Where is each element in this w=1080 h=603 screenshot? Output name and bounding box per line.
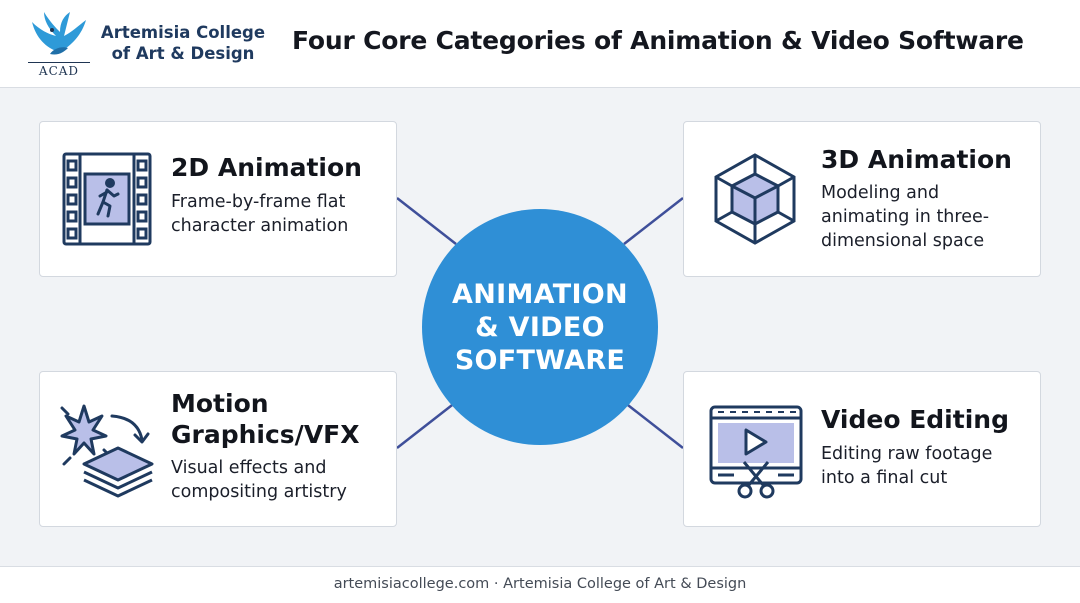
phoenix-logo-icon [32,12,86,55]
connector-3d [623,197,684,245]
card-video-editing[interactable]: Video Editing Editing raw footage into a… [683,371,1041,527]
card-description: Visual effects and compositing artistry [171,458,347,502]
card-title: 3D Animation [821,145,1012,174]
card-description: Editing raw footage into a final cut [821,444,993,488]
footer: artemisiacollege.com · Artemisia College… [0,566,1080,603]
card-title: Video Editing [821,405,1009,434]
card-3d-animation[interactable]: 3D Animation Modeling and animating in t… [683,121,1041,277]
cube-icon [714,153,796,245]
card-motion-graphics-vfx[interactable]: Motion Graphics/VFX Visual effects and c… [39,371,397,527]
card-title: Motion Graphics/VFX [171,389,360,449]
video-scissors-icon [709,405,803,499]
card-title: 2D Animation [171,153,362,182]
connector-video [623,401,684,449]
page-title: Four Core Categories of Animation & Vide… [292,26,1024,55]
logo-acronym: ACAD [28,62,90,78]
layers-spark-icon [60,404,154,498]
film-strip-figure-icon [62,152,152,246]
college-name[interactable]: Artemisia College of Art & Design [100,23,266,63]
center-hub: ANIMATION & VIDEO SOFTWARE [422,209,658,445]
card-2d-animation[interactable]: 2D Animation Frame-by-frame flat charact… [39,121,397,277]
center-label: ANIMATION & VIDEO SOFTWARE [452,278,628,376]
card-description: Modeling and animating in three-dimensio… [821,183,990,251]
connector-2d [396,197,457,245]
header: ACAD Artemisia College of Art & Design F… [0,0,1080,88]
card-description: Frame-by-frame flat character animation [171,192,349,236]
connector-motion [396,401,457,449]
college-logo[interactable]: ACAD [28,8,90,78]
footer-text[interactable]: artemisiacollege.com · Artemisia College… [333,576,747,592]
